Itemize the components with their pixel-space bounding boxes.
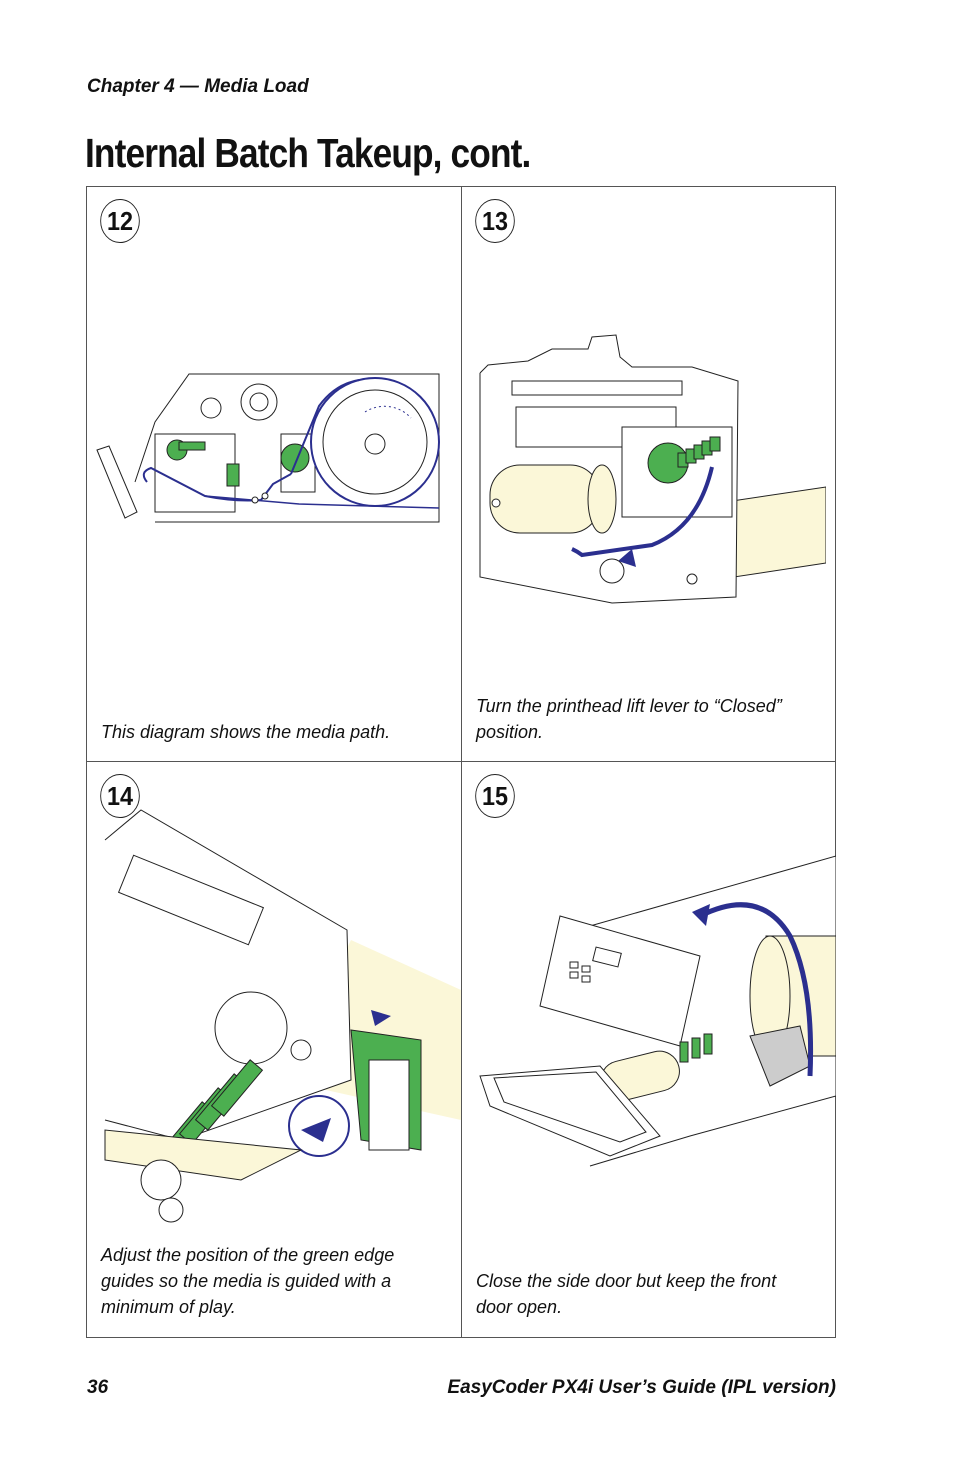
step-12-panel: 12 This diagram shows the media path.	[87, 187, 461, 761]
guide-title: EasyCoder PX4i User’s Guide (IPL version…	[447, 1377, 836, 1398]
step-number-badge: 14	[100, 774, 140, 818]
chapter-heading: Chapter 4 — Media Load	[87, 76, 309, 97]
step-caption: This diagram shows the media path.	[101, 722, 391, 742]
step-13-panel: 13 Turn the printhead lift lever to “Clo…	[462, 187, 836, 761]
step-number-badge: 12	[100, 199, 140, 243]
step-14-panel: 14 Adjust the position of the green edge…	[87, 762, 461, 1336]
grid-divider-vertical	[461, 187, 462, 1337]
page-title: Internal Batch Takeup, cont.	[85, 130, 531, 176]
edge-guides-illustration	[104, 809, 461, 1223]
printhead-lever-illustration	[479, 334, 826, 604]
step-number-badge: 13	[475, 199, 515, 243]
steps-grid: 12 This diagram shows the media path.	[86, 186, 836, 1338]
step-caption: Turn the printhead lift lever to “Closed…	[476, 696, 782, 742]
grid-divider-horizontal	[87, 761, 835, 762]
step-caption: Adjust the position of the green edge gu…	[101, 1245, 395, 1317]
page-number: 36	[87, 1377, 109, 1398]
step-number-badge: 15	[475, 774, 515, 818]
step-caption: Close the side door but keep the front d…	[476, 1271, 777, 1317]
media-path-diagram	[96, 373, 440, 523]
side-door-illustration	[479, 855, 836, 1167]
step-15-panel: 15 Close the side door but keep the fron…	[462, 762, 836, 1336]
